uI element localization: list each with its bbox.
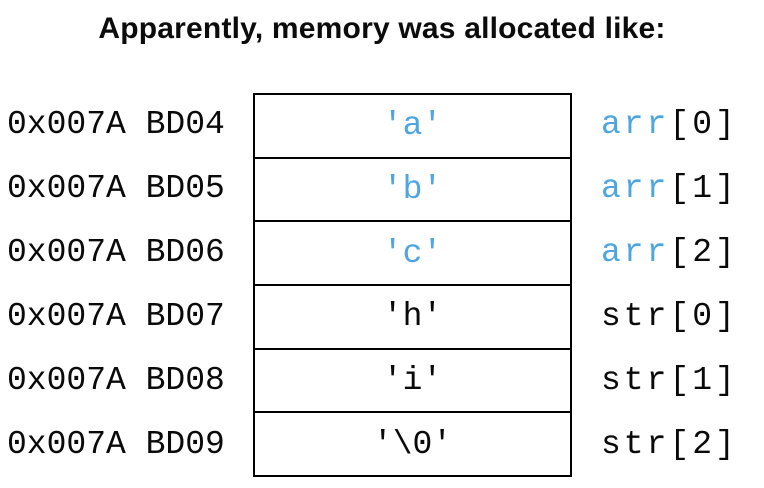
variable-label: arr[2] <box>601 221 738 285</box>
variable-name: str <box>601 298 670 335</box>
variable-name: arr <box>601 106 670 143</box>
variable-label: arr[0] <box>601 93 738 157</box>
memory-address: 0x007A BD05 <box>7 170 225 207</box>
variable-label: str[2] <box>601 413 738 477</box>
variable-index: [1] <box>669 170 738 207</box>
address-column: 0x007A BD04 0x007A BD05 0x007A BD06 0x007A … <box>7 93 225 477</box>
variable-label: str[0] <box>601 285 738 349</box>
memory-cell-value: '\0' <box>255 411 570 475</box>
variable-name: str <box>601 362 670 399</box>
variable-name: arr <box>601 170 670 207</box>
variable-index: [2] <box>669 234 738 271</box>
variable-name: str <box>601 426 670 463</box>
variable-index: [0] <box>669 106 738 143</box>
label-column: arr[0]arr[1]arr[2]str[0]str[1]str[2] <box>601 93 738 477</box>
variable-label: arr[1] <box>601 157 738 221</box>
memory-cell-value: 'h' <box>255 284 570 348</box>
memory-address: 0x007A BD06 <box>7 234 225 271</box>
memory-cell-value: 'a' <box>382 107 443 145</box>
variable-name: arr <box>601 234 670 271</box>
memory-address: 0x007A BD07 <box>7 298 225 335</box>
page-title: Apparently, memory was allocated like: <box>98 12 666 45</box>
variable-index: [0] <box>669 298 738 335</box>
variable-index: [1] <box>669 362 738 399</box>
variable-index: [2] <box>669 426 738 463</box>
memory-cell-value: 'c' <box>255 220 570 284</box>
memory-cell-value: 'b' <box>255 156 570 221</box>
memory-address: 0x007A BD09 <box>7 426 225 463</box>
memory-address: 0x007A BD04 <box>7 106 225 143</box>
memory-box: 'a' 'b''c''h''i''\0' <box>253 93 572 477</box>
memory-cell-value: 'i' <box>255 347 570 412</box>
memory-address: 0x007A BD08 <box>7 362 225 399</box>
variable-label: str[1] <box>601 349 738 413</box>
